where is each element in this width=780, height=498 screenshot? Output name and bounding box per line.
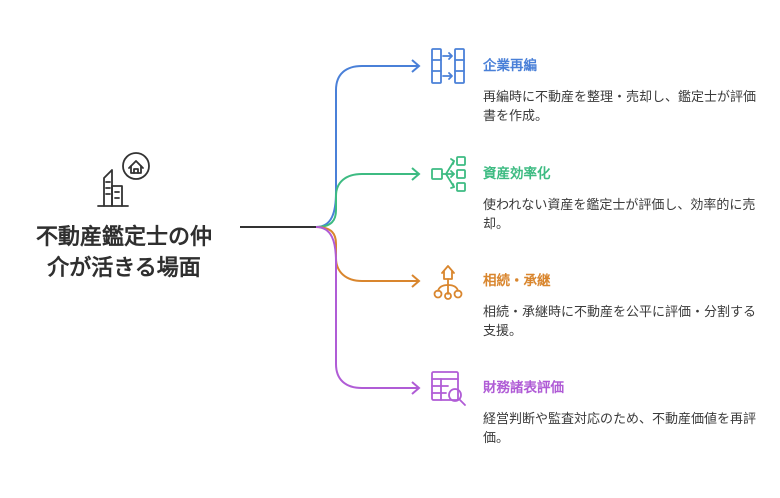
branch-connector-2 — [315, 173, 418, 228]
arrowhead-2 — [411, 167, 421, 181]
branch-description-financial-statements: 経営判断や監査対応のため、不動産価値を再評価。 — [483, 412, 757, 446]
branch-connector-1 — [315, 65, 418, 228]
arrowhead-4 — [411, 381, 421, 395]
branch-description-asset-efficiency: 使われない資産を鑑定士が評価し、効率的に売却。 — [483, 198, 756, 232]
branch-title-reorganization: 企業再編 — [483, 58, 537, 74]
branch-title-financial-statements: 財務諸表評価 — [483, 380, 564, 396]
branch-title-inheritance: 相続・承継 — [483, 273, 551, 289]
reorganize-icon — [431, 48, 465, 84]
inheritance-icon — [433, 265, 463, 300]
branch-description-inheritance: 相続・承継時に不動産を公平に評価・分割する支援。 — [483, 305, 757, 339]
building-home-icon — [97, 152, 150, 207]
branch-title-asset-efficiency: 資産効率化 — [483, 166, 551, 182]
asset-flow-icon — [431, 156, 466, 192]
branch-description-reorganization: 再編時に不動産を整理・売却し、鑑定士が評価書を作成。 — [483, 90, 757, 124]
branch-connector-4 — [315, 226, 418, 389]
center-title-line2: 介が活きる場面 — [47, 256, 201, 281]
arrowhead-1 — [411, 59, 421, 73]
center-title-line1: 不動産鑑定士の仲 — [35, 225, 212, 250]
center-title: 不動産鑑定士の仲 介が活きる場面 — [18, 222, 230, 284]
arrowhead-3 — [411, 274, 421, 288]
financial-statement-icon — [431, 371, 466, 406]
